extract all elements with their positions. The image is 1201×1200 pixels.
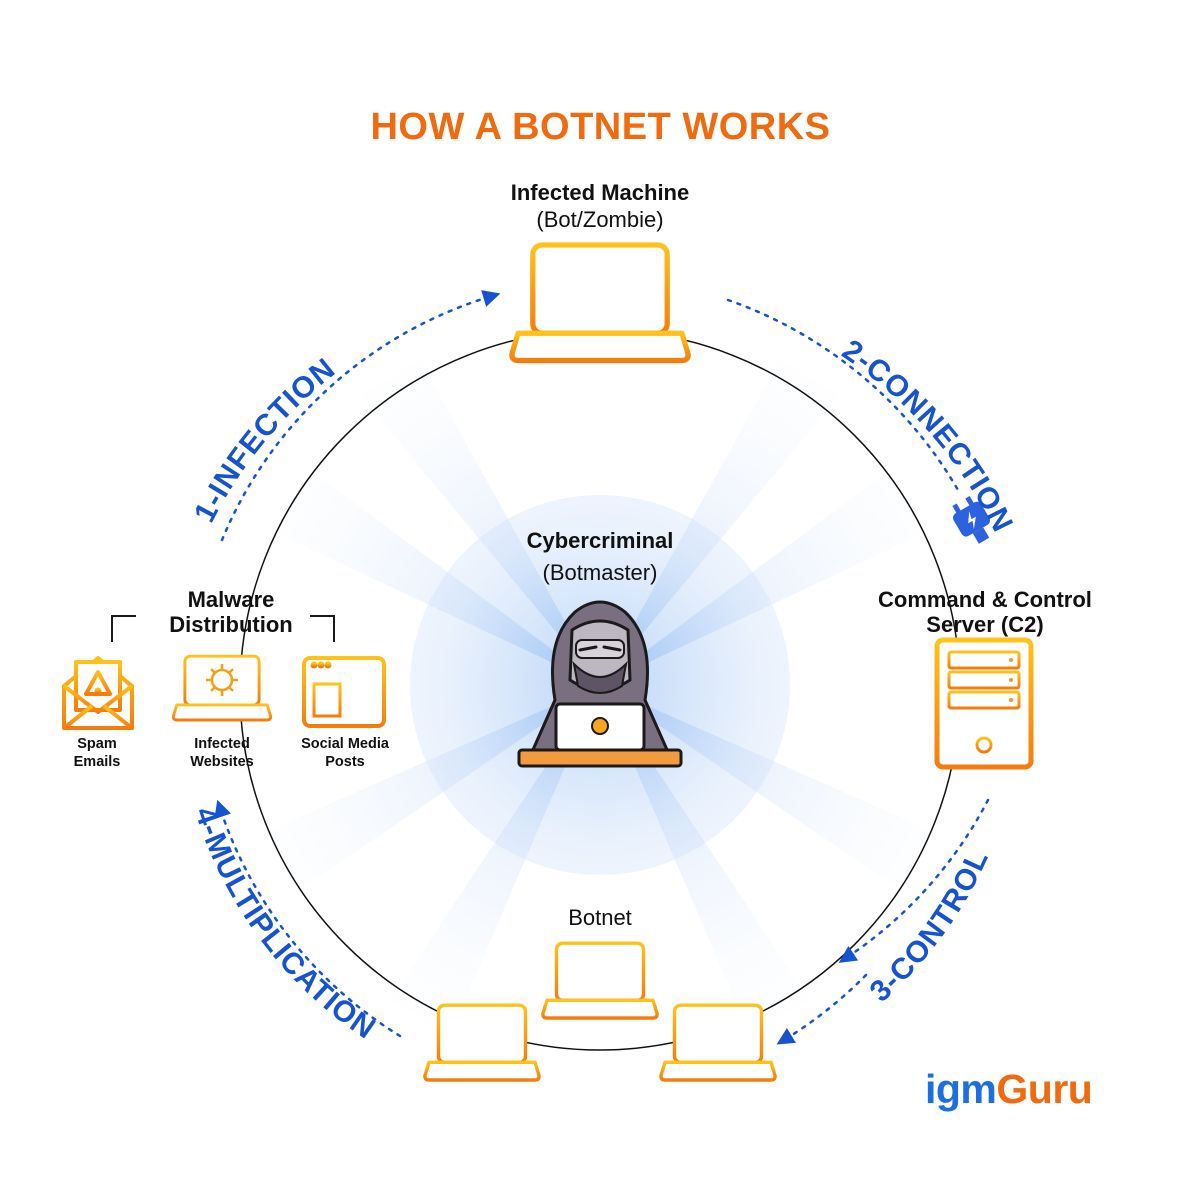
brand-logo-part2: Guru [996, 1066, 1093, 1112]
step-arrows [214, 290, 990, 1045]
envelope-warning-icon [62, 656, 134, 730]
botnet-laptop-icon [423, 1003, 541, 1082]
infected-websites-label: Infected Websites [190, 736, 254, 770]
arrow-control-2 [776, 973, 868, 1045]
cybercriminal-title: Cybercriminal [526, 528, 674, 553]
cybercriminal-subtitle: (Botmaster) [542, 560, 658, 585]
distribution-bracket [111, 615, 335, 642]
laptop-virus-icon [171, 654, 273, 722]
infected-machine-laptop-icon [512, 245, 688, 361]
hacker-icon [517, 600, 683, 768]
server-icon [934, 637, 1034, 770]
brand-logo-part1: igm [925, 1066, 997, 1112]
malware-distribution-title-line2: Distribution [169, 612, 293, 637]
botnet-title: Botnet [568, 905, 632, 930]
arrow-control [838, 798, 990, 963]
social-media-posts-label: Social Media Posts [301, 736, 389, 770]
arrow-infection [220, 290, 501, 542]
infected-machine-subtitle: (Bot/Zombie) [536, 207, 664, 232]
c2-server-title-line2: Server (C2) [926, 612, 1044, 637]
background-rays [270, 360, 930, 1035]
malware-distribution-title-line1: Malware [187, 587, 275, 612]
infected-machine-title: Infected Machine [510, 180, 690, 205]
spam-emails-label: Spam Emails [73, 736, 121, 770]
page-title: HOW A BOTNET WORKS [370, 106, 831, 148]
browser-window-icon [302, 656, 386, 728]
c2-server-title-line1: Command & Control [878, 587, 1092, 612]
brand-logo: igmGuru [925, 1066, 1093, 1113]
botnet-laptop-icon [541, 941, 659, 1020]
plug-icon [952, 495, 991, 544]
arrow-connection [726, 298, 960, 492]
botnet-laptop-icon [659, 1003, 777, 1082]
